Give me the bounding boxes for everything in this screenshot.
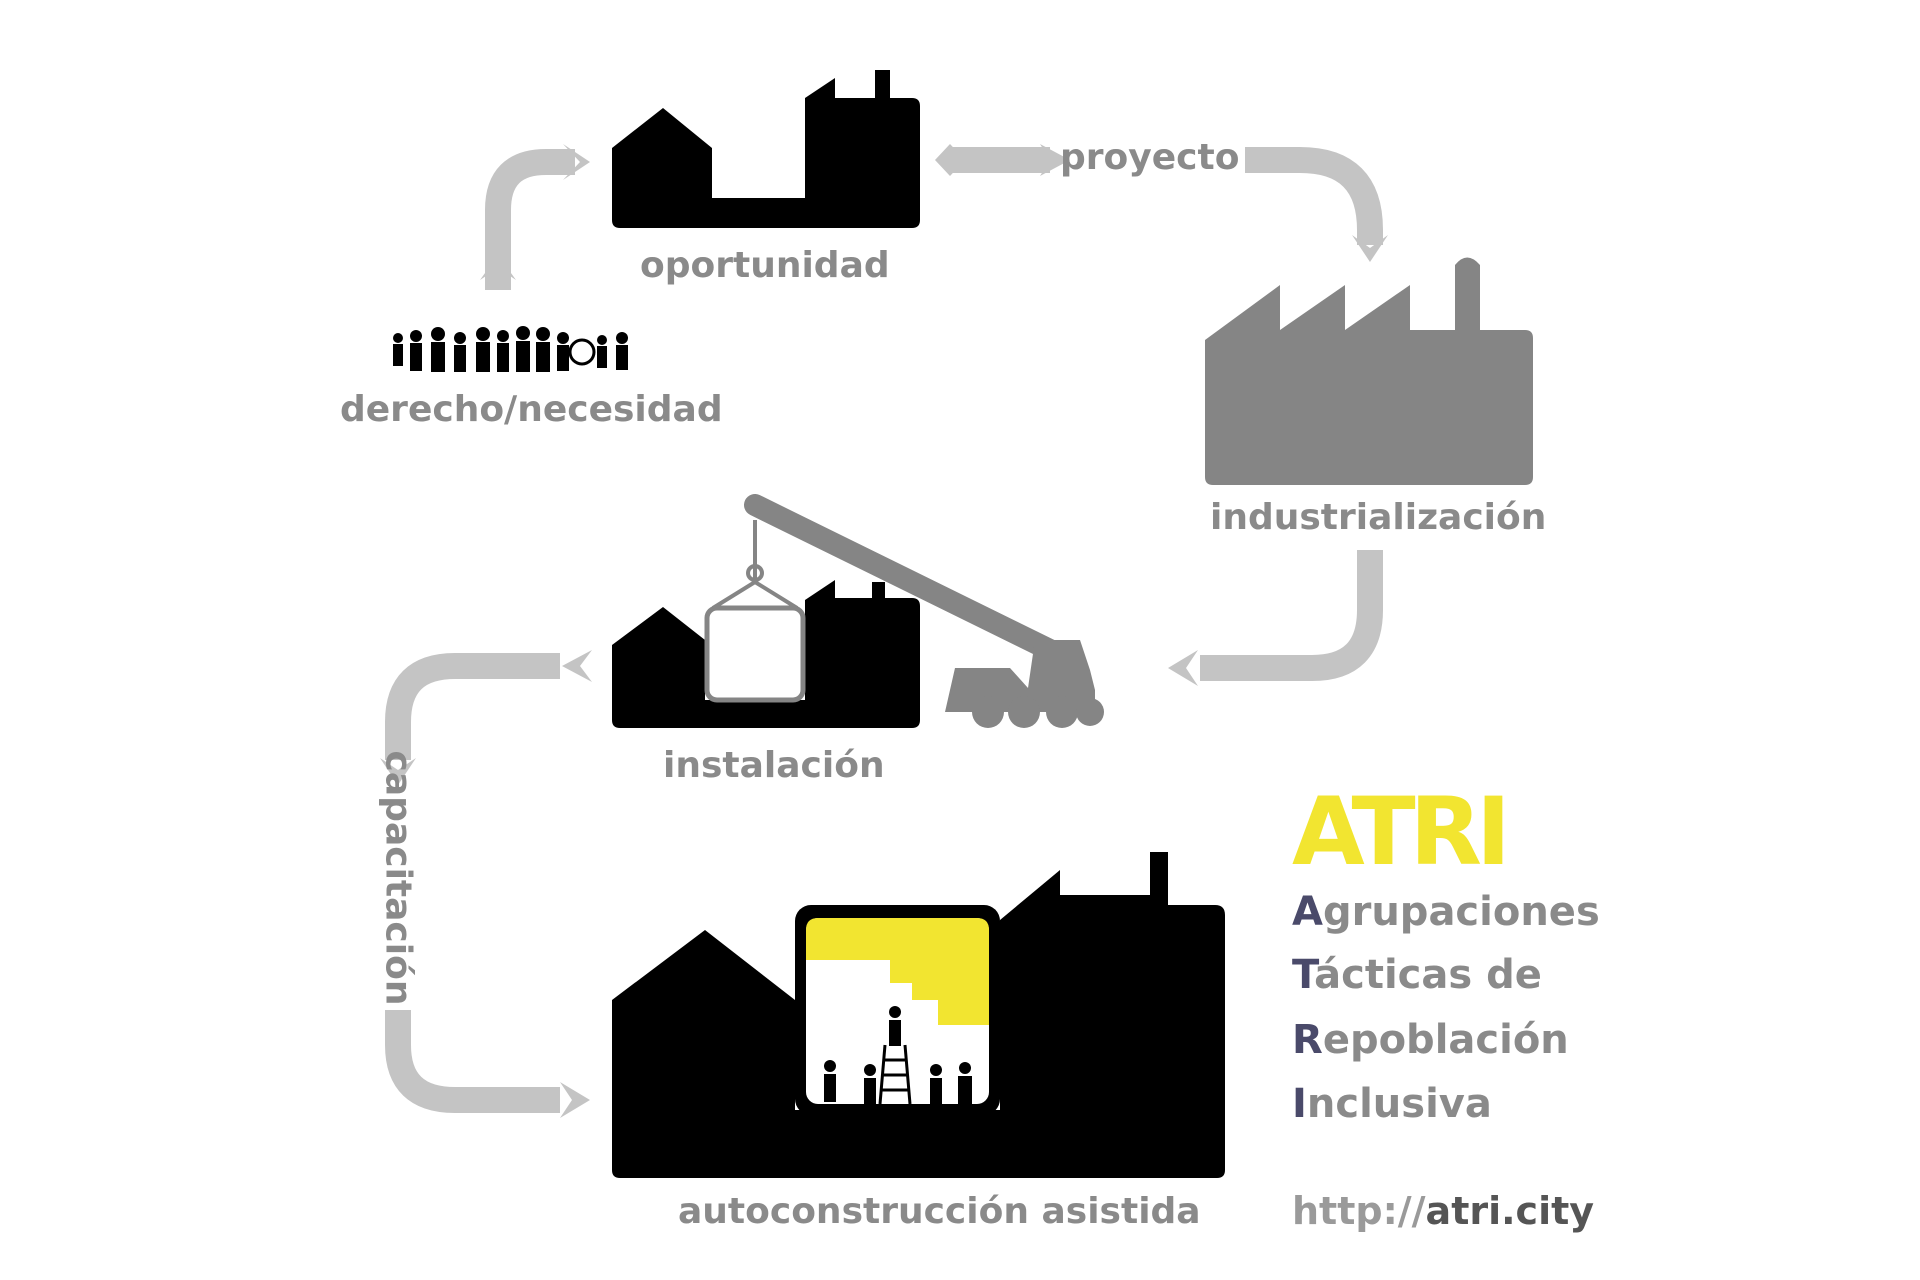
label-proyecto: proyecto [1060, 137, 1240, 178]
arrowhead-oportunidad [563, 144, 590, 180]
arrowhead-autoconstruccion [560, 1082, 590, 1118]
label-industrializacion: industrialización [1210, 497, 1547, 538]
label-capacitacion: capacitación [377, 750, 419, 1006]
label-autoconstruccion: autoconstrucción asistida [678, 1191, 1201, 1232]
worker-icon [824, 1006, 972, 1104]
house-install-icon [612, 580, 920, 728]
people-icon [393, 326, 628, 372]
ladder-icon [878, 1044, 912, 1105]
acronym-line-4: Inclusiva [1292, 1084, 1492, 1124]
acronym-initial: T [1292, 952, 1315, 998]
arrowhead-instalacion-left [562, 650, 592, 682]
arrow-derecho-to-oportunidad [485, 149, 575, 290]
arrowhead-derecho [480, 255, 516, 280]
label-instalacion: instalación [663, 745, 885, 786]
arrowhead-capacitacion [380, 758, 416, 785]
arrowtail-proyecto [935, 144, 965, 176]
painted-wall [806, 918, 989, 1025]
house-question-icon [612, 70, 920, 228]
atri-logo: ATRI [1292, 778, 1511, 887]
url-domain: atri.city [1425, 1189, 1595, 1233]
acronym-rest: nclusiva [1306, 1081, 1492, 1127]
acronym-rest: ácticas de [1314, 952, 1542, 998]
url-prefix: http:// [1292, 1189, 1426, 1233]
arrow-capacitacion-top [385, 653, 560, 760]
label-oportunidad: oportunidad [640, 245, 890, 286]
acronym-rest: grupaciones [1322, 889, 1600, 935]
factory-icon [1205, 257, 1533, 485]
arrow-heads [380, 144, 1388, 1118]
acronym-line-2: Tácticas de [1292, 955, 1542, 995]
acronym-initial: A [1292, 889, 1323, 935]
crane-truck-icon [744, 494, 1104, 728]
arrow-to-industrializacion [1245, 147, 1383, 245]
acronym-rest: epoblación [1322, 1017, 1569, 1063]
acronym-initial: R [1292, 1017, 1323, 1063]
acronym-line-1: Agrupaciones [1292, 892, 1600, 932]
arrow-to-instalacion [1200, 550, 1383, 681]
acronym-line-3: Repoblación [1292, 1020, 1569, 1060]
question-mark: ? [735, 103, 767, 166]
cycle-arrows [385, 147, 1383, 1113]
acronym-initial: I [1292, 1081, 1307, 1127]
website-link[interactable]: http://atri.city [1292, 1192, 1594, 1230]
label-derecho: derecho/necesidad [340, 389, 723, 430]
arrow-capacitacion-bottom [385, 1010, 560, 1113]
arrowhead-industrializacion [1352, 235, 1388, 262]
module-box-icon [704, 520, 806, 703]
arrowhead-proyecto [1040, 144, 1070, 176]
house-interior-icon [612, 852, 1225, 1178]
arrowhead-instalacion [1168, 650, 1198, 686]
